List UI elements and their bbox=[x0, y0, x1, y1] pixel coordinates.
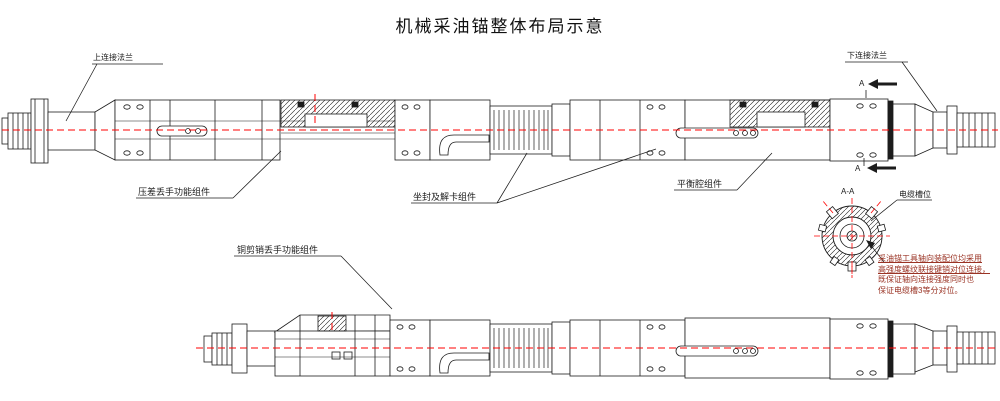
section-cut-marks bbox=[863, 79, 897, 173]
note-line: 高强度螺纹联接键销对位连接， bbox=[878, 264, 990, 274]
leader-lines bbox=[65, 61, 938, 310]
upper-assembly-drawing bbox=[1, 98, 996, 164]
section-mark-a-top: A bbox=[859, 79, 865, 88]
section-mark-a-bottom: A bbox=[855, 164, 861, 173]
assembly-note: 采油锚工具轴向装配位均采用 高强度螺纹联接键销对位连接， 既保证轴向连接强度同时… bbox=[878, 254, 1000, 296]
note-line: 既保证轴向连接强度同时也 bbox=[878, 275, 974, 285]
label-pressure-release-assembly: 压差丢手功能组件 bbox=[138, 187, 211, 197]
page-title: 机械采油锚整体布局示意 bbox=[395, 17, 605, 36]
label-setting-unlock-assembly: 坐封及解卡组件 bbox=[413, 192, 477, 202]
section-view-title: A-A bbox=[841, 187, 855, 196]
note-line: 采油锚工具轴向装配位均采用 bbox=[878, 254, 982, 263]
section-view-a-a bbox=[814, 198, 890, 278]
centerlines bbox=[2, 94, 998, 349]
lower-assembly-drawing bbox=[203, 314, 996, 380]
note-line: 保证电缆槽3等分对位。 bbox=[878, 285, 963, 295]
label-shear-pin-release-assembly: 铜剪销丢手功能组件 bbox=[237, 245, 319, 255]
label-cable-slot: 电缆槽位 bbox=[899, 190, 931, 199]
label-balance-chamber-assembly: 平衡腔组件 bbox=[677, 179, 723, 189]
label-lower-flange: 下连接法兰 bbox=[847, 51, 887, 60]
label-upper-flange: 上连接法兰 bbox=[93, 53, 133, 62]
